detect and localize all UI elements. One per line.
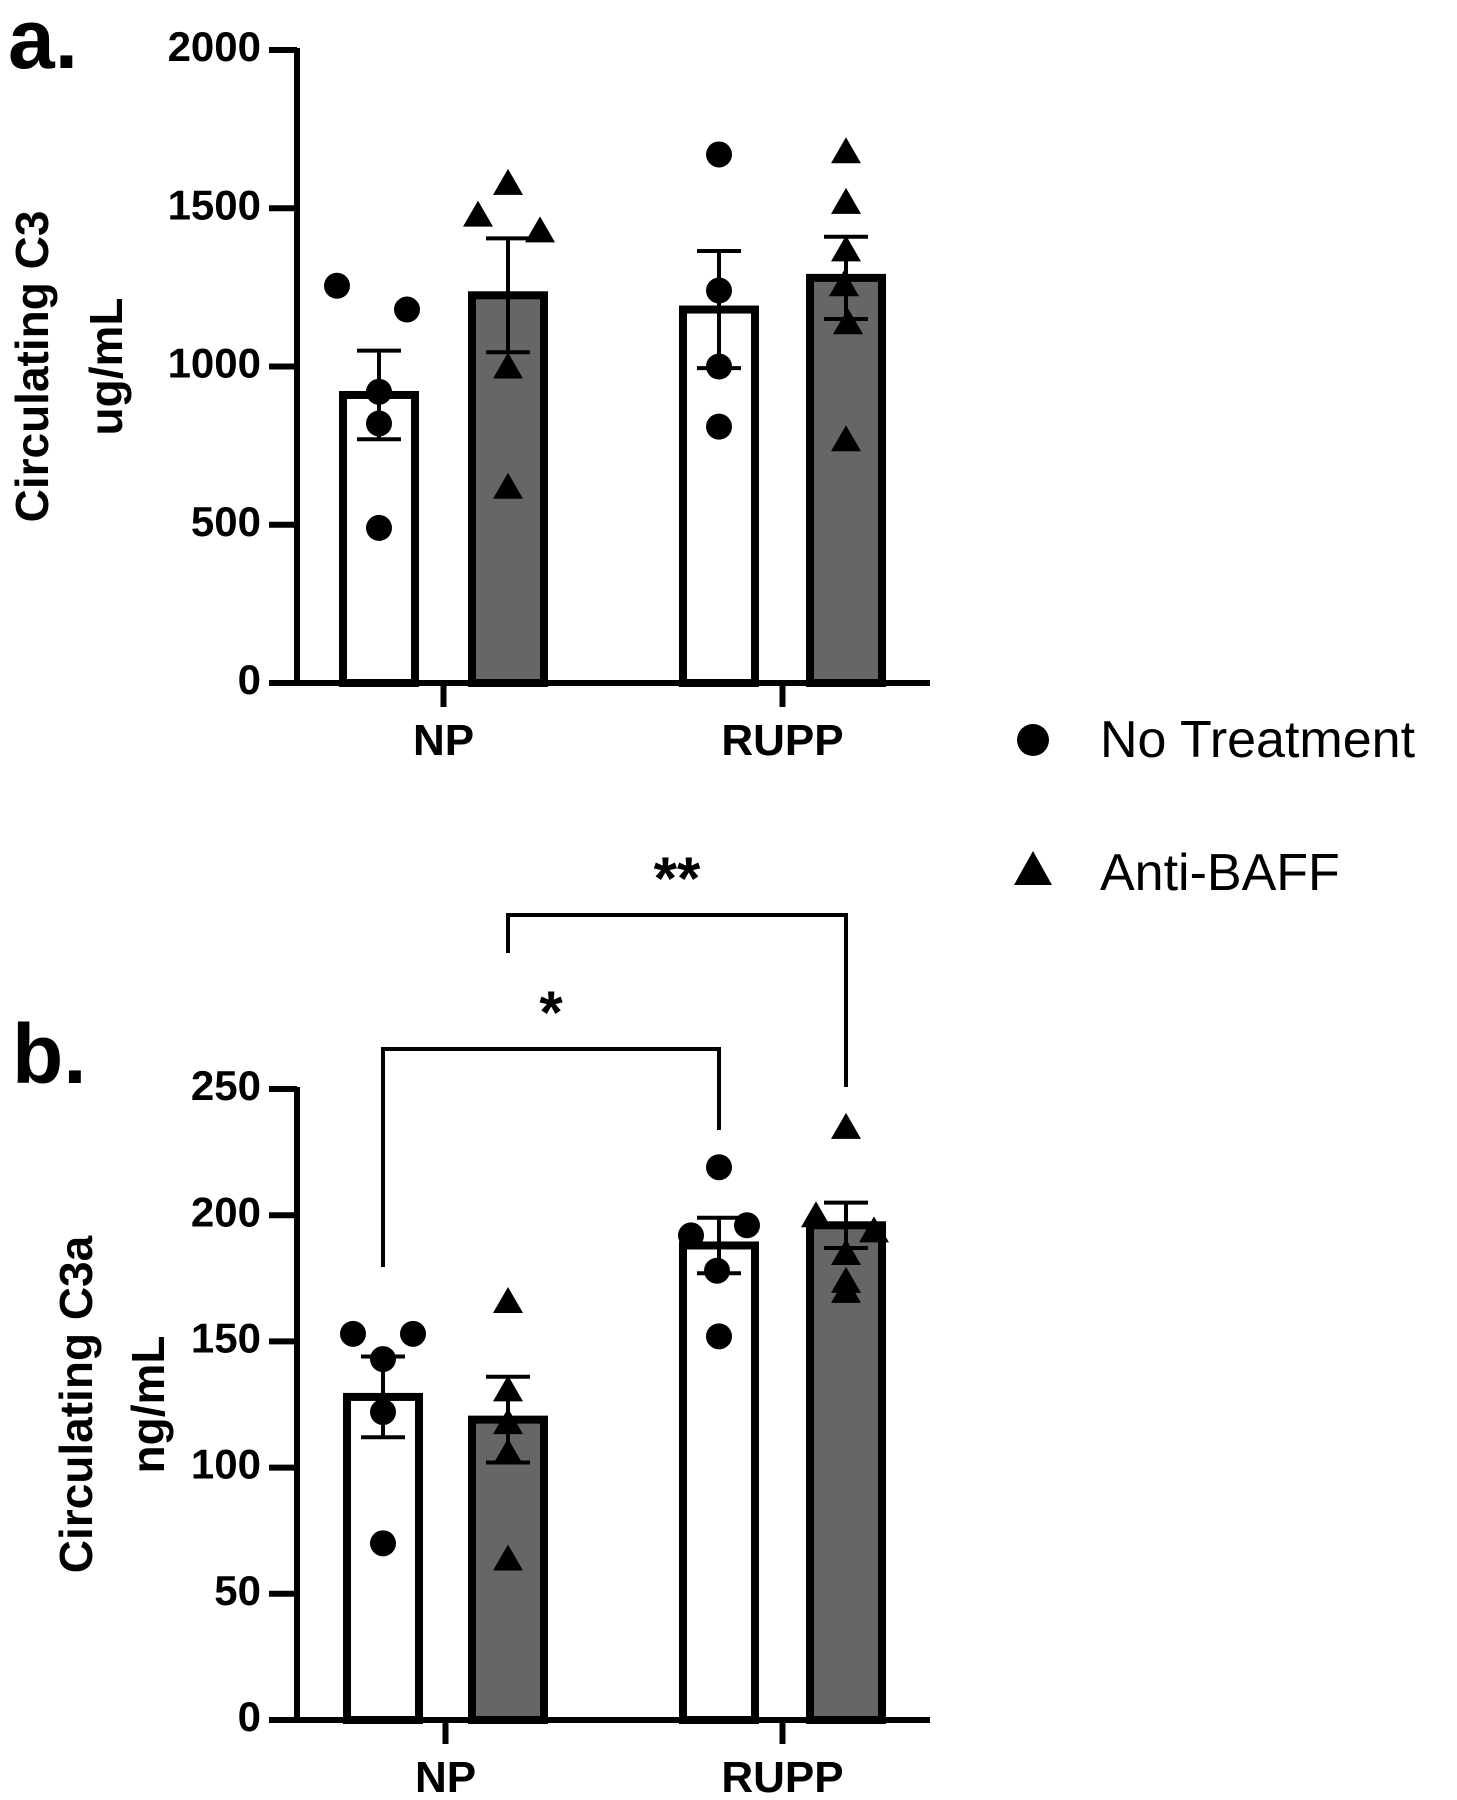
significance-bracket xyxy=(506,913,848,1087)
y-tick-label: 200 xyxy=(191,1188,261,1235)
x-tick-label: RUPP xyxy=(721,1753,843,1800)
data-point xyxy=(493,472,523,499)
significance-label: * xyxy=(539,979,563,1046)
y-tick-label: 250 xyxy=(191,1062,261,1109)
y-axis-title: Circulating C3a xyxy=(50,1235,102,1573)
data-point xyxy=(340,1320,366,1347)
data-point xyxy=(400,1320,426,1347)
y-axis-title: Circulating C3 xyxy=(6,211,58,523)
y-tick-label: 50 xyxy=(214,1567,261,1614)
data-point xyxy=(493,168,523,195)
data-point xyxy=(493,1287,523,1314)
panel-label: a. xyxy=(8,0,78,86)
y-tick-label: 500 xyxy=(191,498,261,545)
y-tick-label: 1000 xyxy=(168,340,261,387)
data-point xyxy=(831,1276,861,1303)
data-point xyxy=(394,296,420,323)
significance-bracket xyxy=(381,1047,721,1267)
x-tick-label: NP xyxy=(413,716,474,765)
data-point xyxy=(706,1323,732,1350)
data-point xyxy=(706,413,732,440)
y-tick-label: 0 xyxy=(238,656,261,703)
data-point xyxy=(706,353,732,380)
y-tick-label: 0 xyxy=(238,1693,261,1740)
y-tick-label: 150 xyxy=(191,1314,261,1361)
data-point xyxy=(366,514,392,541)
data-point xyxy=(525,216,555,243)
data-point xyxy=(829,270,859,297)
legend-circle-marker xyxy=(1017,724,1049,756)
bar xyxy=(806,273,886,687)
data-point xyxy=(831,137,861,164)
data-point xyxy=(801,1201,831,1228)
data-point xyxy=(833,308,863,335)
bar xyxy=(343,1392,423,1724)
data-point xyxy=(734,1212,760,1239)
data-point xyxy=(831,425,861,452)
legend-label-anti-baff: Anti-BAFF xyxy=(1100,844,1340,902)
data-point xyxy=(324,272,350,299)
data-point xyxy=(493,1408,523,1435)
data-point xyxy=(493,1544,523,1571)
x-tick-label: RUPP xyxy=(721,716,843,765)
y-tick-label: 1500 xyxy=(168,181,261,228)
x-tick-label: NP xyxy=(415,1753,476,1800)
data-point xyxy=(366,410,392,437)
legend-triangle-marker xyxy=(1014,851,1052,885)
legend: No Treatment Anti-BAFF xyxy=(1014,711,1416,902)
data-point xyxy=(370,1530,396,1557)
data-point xyxy=(366,378,392,405)
data-point xyxy=(831,187,861,214)
data-point xyxy=(831,1239,861,1266)
data-point xyxy=(493,1438,523,1465)
data-point xyxy=(463,200,493,227)
data-point xyxy=(678,1222,704,1249)
y-tick-label: 2000 xyxy=(168,23,261,70)
data-point xyxy=(706,141,732,168)
panel-label: b. xyxy=(12,1007,87,1101)
data-point xyxy=(831,235,861,262)
data-point xyxy=(706,277,732,304)
data-point xyxy=(831,1112,861,1139)
data-point xyxy=(706,1154,732,1181)
data-point xyxy=(704,1257,730,1284)
data-point xyxy=(859,1216,889,1243)
y-tick-label: 100 xyxy=(191,1441,261,1488)
bar xyxy=(679,1241,759,1725)
y-axis-title: ng/mL xyxy=(122,1336,174,1474)
data-point xyxy=(493,352,523,379)
data-point xyxy=(370,1346,396,1373)
legend-label-no-treatment: No Treatment xyxy=(1100,711,1416,769)
data-point xyxy=(370,1399,396,1426)
y-axis-title: ug/mL xyxy=(80,298,132,436)
data-point xyxy=(493,1375,523,1402)
significance-label: ** xyxy=(654,845,701,912)
